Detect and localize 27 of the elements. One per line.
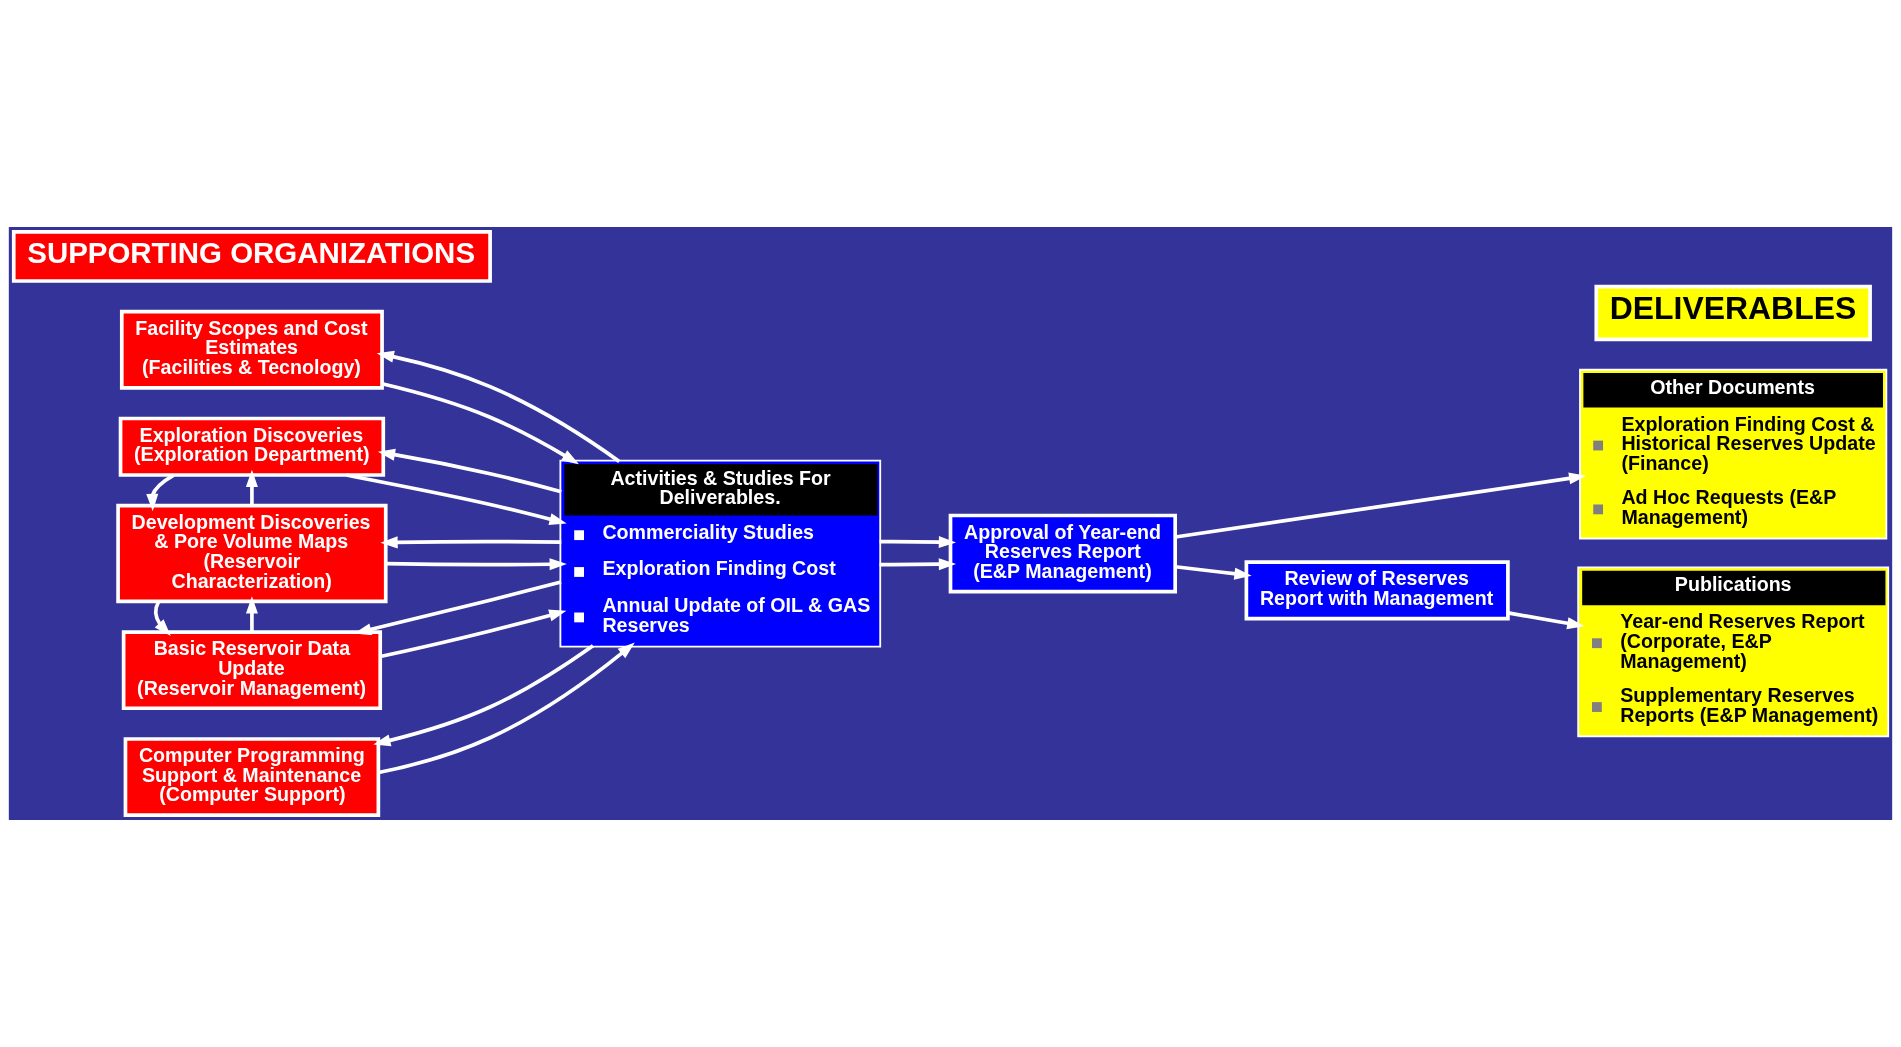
arrow: [245, 596, 258, 632]
arrow: [245, 469, 258, 506]
node-box: Computer Programming Support & Maintenance (Computer Support): [123, 737, 381, 817]
node-box: Exploration Discoveries (Exploration Department): [118, 416, 386, 477]
node-box: SUPPORTING ORGANIZATIONS: [11, 230, 492, 283]
arrow: [879, 558, 957, 571]
arrow: [386, 558, 567, 571]
node-box: Basic Reservoir Data Update (Reservoir Management): [121, 630, 383, 711]
arrow: [1175, 564, 1252, 580]
node-box: DELIVERABLES: [1594, 284, 1872, 342]
arrow: [378, 642, 635, 775]
node-box: Approval of Year-end Reserves Report (E&P Management): [948, 513, 1177, 594]
arrow: [346, 473, 567, 525]
arrow: [376, 350, 621, 463]
arrow: [380, 536, 562, 549]
arrow: [1175, 472, 1587, 539]
arrow: [377, 448, 562, 494]
node-box: Facility Scopes and Cost Estimates (Facilities & Tecnology): [119, 309, 384, 390]
arrow: [379, 609, 567, 659]
arrow: [381, 382, 579, 465]
arrow: [146, 473, 175, 512]
arrow: [1507, 611, 1585, 630]
node-box: Review of Reserves Report with Management: [1244, 560, 1510, 621]
arrow: [153, 601, 171, 637]
node-box: Development Discoveries & Pore Volume Maps (Reservoir Characterization): [116, 503, 388, 604]
arrow: [373, 644, 595, 747]
arrow: [879, 536, 957, 549]
